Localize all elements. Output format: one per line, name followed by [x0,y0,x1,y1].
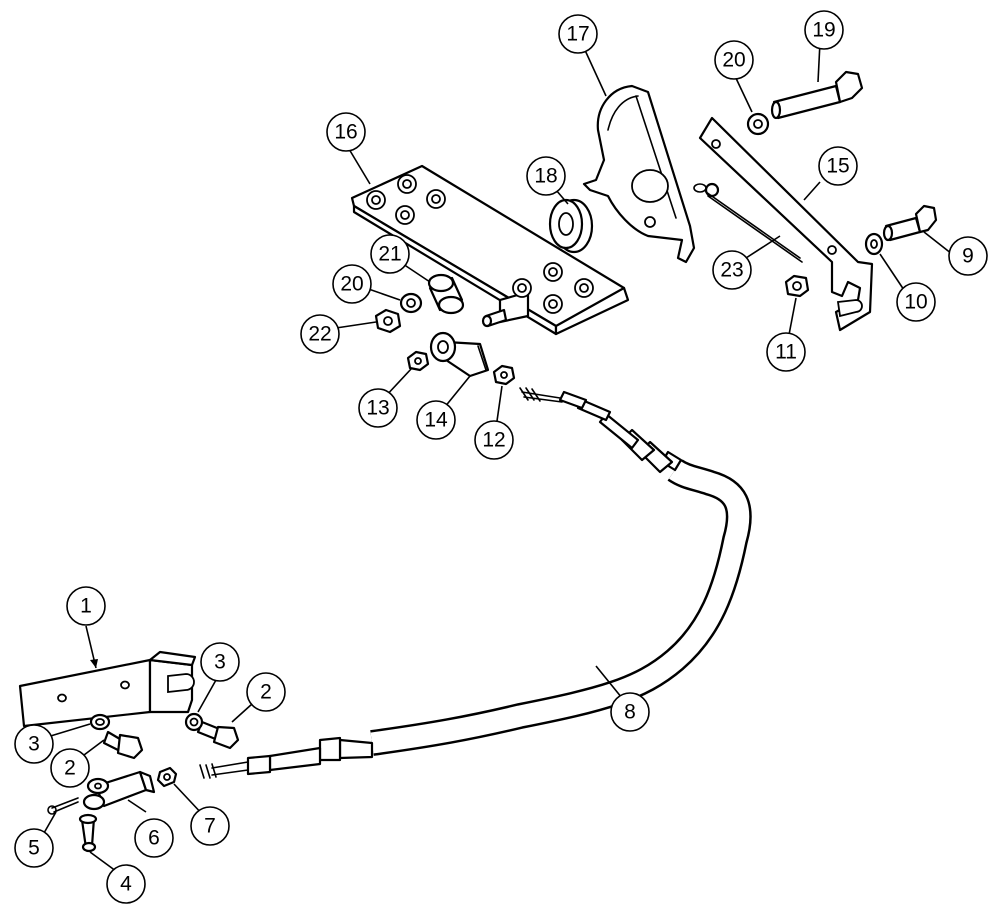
jam-nut [156,766,178,788]
svg-text:16: 16 [334,121,357,144]
callout-23: 23 [712,250,752,290]
svg-text:19: 19 [812,19,835,42]
callout-19: 19 [804,10,844,50]
svg-text:2: 2 [64,757,76,780]
svg-text:20: 20 [340,273,363,296]
svg-text:9: 9 [962,245,974,268]
callout-7: 7 [190,806,230,846]
spring [693,183,803,263]
callout-3: 3 [200,642,240,682]
svg-text:10: 10 [904,291,927,314]
nut-pedal [374,308,402,334]
callout-20: 20 [332,264,372,304]
bolt-lower-left [102,730,144,760]
callout-16: 16 [326,112,366,152]
callout-21: 21 [370,234,410,274]
callout-14: 14 [416,400,456,440]
pedal-arm [582,84,696,264]
svg-text:13: 13 [366,397,389,420]
svg-text:14: 14 [424,409,448,432]
washer-left [89,713,111,731]
callout-13: 13 [358,388,398,428]
svg-text:15: 15 [826,155,849,178]
svg-text:17: 17 [566,23,589,46]
mounting-bracket [18,650,197,728]
svg-text:20: 20 [722,49,745,72]
spacer [427,273,465,315]
callout-11: 11 [766,332,806,372]
bushing [548,198,594,254]
svg-text:1: 1 [80,595,92,618]
washer-right [184,712,204,732]
callout-12: 12 [474,420,514,460]
svg-text:7: 7 [204,815,216,838]
rod-end [429,331,490,378]
washer-pedal [399,292,423,314]
clevis-pin [78,813,98,853]
svg-text:4: 4 [120,873,132,896]
callout-1: 1 [66,586,106,626]
svg-text:3: 3 [28,733,40,756]
svg-text:18: 18 [534,165,557,188]
nut-rod-right [492,364,516,386]
callout-18: 18 [526,156,566,196]
callout-2: 2 [50,748,90,788]
washer-side [864,232,884,256]
callout-2: 2 [246,672,286,712]
bolt-side [882,204,938,242]
callout-5: 5 [14,828,54,868]
nut-rod-left [406,350,430,372]
washer-upper [746,112,770,136]
callout-6: 6 [134,818,174,858]
pedal-bracket [698,116,874,332]
clevis [82,770,156,811]
foot-pedal [350,164,630,336]
callout-15: 15 [818,146,858,186]
svg-text:8: 8 [624,701,636,724]
callout-8: 8 [610,692,650,732]
svg-text:5: 5 [28,837,40,860]
nut-bracket [784,274,810,298]
svg-text:21: 21 [378,243,401,266]
callout-20: 20 [714,40,754,80]
svg-text:11: 11 [775,341,797,364]
svg-text:23: 23 [720,259,743,282]
bolt-upper [770,70,864,120]
callout-17: 17 [558,14,598,54]
svg-text:12: 12 [482,429,505,452]
callout-22: 22 [300,314,340,354]
svg-text:22: 22 [308,323,331,346]
callout-4: 4 [106,864,146,904]
svg-text:2: 2 [260,681,272,704]
svg-text:3: 3 [214,651,226,674]
bolt-lower-right [196,720,240,750]
callout-10: 10 [896,282,936,322]
callout-3: 3 [14,724,54,764]
cotter-pin [47,797,79,815]
svg-text:6: 6 [148,827,160,850]
callout-9: 9 [948,236,988,276]
control-cable [199,387,752,779]
